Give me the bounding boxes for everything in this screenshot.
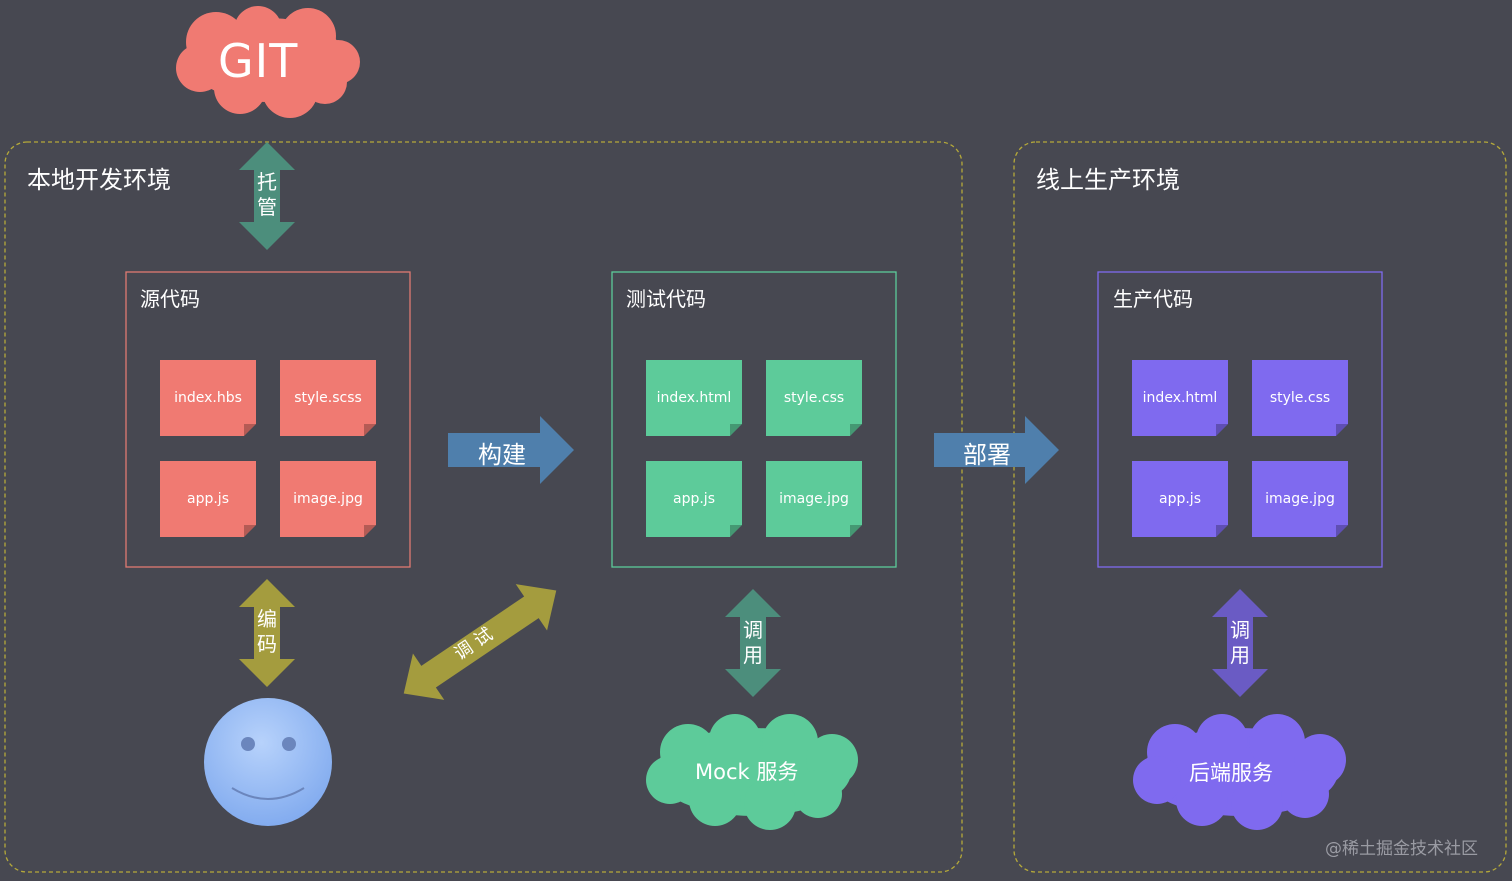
file-icon	[1252, 360, 1348, 436]
host-double-arrow-icon	[239, 142, 295, 250]
file-tile: image.jpg	[766, 461, 862, 537]
test-code-box	[611, 271, 897, 568]
code-char-1: 编	[257, 607, 277, 631]
file-name: index.html	[656, 390, 732, 406]
watermark: @稀土掘金技术社区	[1325, 839, 1478, 859]
host-char-1: 托	[257, 170, 277, 194]
file-tile: image.jpg	[280, 461, 376, 537]
production-code-box	[1097, 271, 1383, 568]
build-arrow-icon	[448, 416, 574, 484]
file-icon	[1132, 461, 1228, 537]
deploy-arrow-icon	[934, 416, 1059, 484]
deploy-arrow-label: 部署	[963, 441, 1011, 469]
file-name: app.js	[187, 491, 229, 507]
file-name: style.css	[1269, 390, 1331, 406]
call-backend-char-1: 调	[1230, 618, 1250, 642]
file-icon	[766, 360, 862, 436]
call-backend-arrow-label: 调 用	[1225, 618, 1255, 668]
host-char-2: 管	[257, 195, 277, 219]
debug-double-arrow-icon	[403, 584, 557, 700]
backend-service-label: 后端服务	[1189, 761, 1273, 785]
file-icon	[280, 360, 376, 436]
git-cloud-icon	[176, 6, 360, 118]
file-name: style.scss	[294, 390, 362, 406]
file-tile: style.scss	[280, 360, 376, 436]
file-name: image.jpg	[779, 491, 849, 507]
call-mock-arrow-label: 调 用	[738, 618, 768, 668]
test-code-title: 测试代码	[626, 287, 706, 311]
file-icon	[646, 360, 742, 436]
file-tile: style.css	[766, 360, 862, 436]
call-mock-char-1: 调	[743, 618, 763, 642]
file-tile: app.js	[160, 461, 256, 537]
source-code-box	[125, 271, 411, 568]
backend-service-cloud-icon	[1133, 714, 1346, 830]
mock-service-label: Mock 服务	[695, 760, 799, 784]
file-icon	[160, 461, 256, 537]
file-tile: style.css	[1252, 360, 1348, 436]
file-name: index.html	[1142, 390, 1218, 406]
local-env-title: 本地开发环境	[27, 166, 171, 194]
file-name: image.jpg	[293, 491, 363, 507]
file-name: image.jpg	[1265, 491, 1335, 507]
file-name: app.js	[673, 491, 715, 507]
file-tile: app.js	[646, 461, 742, 537]
code-char-2: 码	[257, 632, 277, 656]
call-backend-char-2: 用	[1230, 643, 1250, 667]
call-mock-char-2: 用	[743, 643, 763, 667]
file-icon	[280, 461, 376, 537]
file-tile: index.html	[646, 360, 742, 436]
file-name: index.hbs	[174, 390, 242, 406]
file-icon	[766, 461, 862, 537]
file-icon	[1252, 461, 1348, 537]
file-name: app.js	[1159, 491, 1201, 507]
file-icon	[1132, 360, 1228, 436]
code-arrow-label: 编 码	[252, 607, 282, 657]
code-double-arrow-icon	[239, 579, 295, 687]
build-arrow-label: 构建	[478, 441, 526, 469]
call-backend-double-arrow-icon	[1212, 589, 1268, 697]
file-tile: app.js	[1132, 461, 1228, 537]
production-code-title: 生产代码	[1113, 287, 1193, 311]
file-tile: image.jpg	[1252, 461, 1348, 537]
mock-service-cloud-icon	[646, 714, 858, 830]
call-mock-double-arrow-icon	[725, 589, 781, 697]
file-icon	[160, 360, 256, 436]
local-env-container	[4, 141, 963, 873]
file-tile: index.hbs	[160, 360, 256, 436]
git-label: GIT	[218, 34, 299, 88]
developer-smiley-icon	[204, 698, 332, 826]
file-tile: index.html	[1132, 360, 1228, 436]
prod-env-title: 线上生产环境	[1036, 166, 1180, 194]
host-arrow-label: 托 管	[252, 170, 282, 220]
source-code-title: 源代码	[140, 287, 200, 311]
file-icon	[646, 461, 742, 537]
file-name: style.css	[783, 390, 845, 406]
prod-env-container	[1013, 141, 1507, 873]
